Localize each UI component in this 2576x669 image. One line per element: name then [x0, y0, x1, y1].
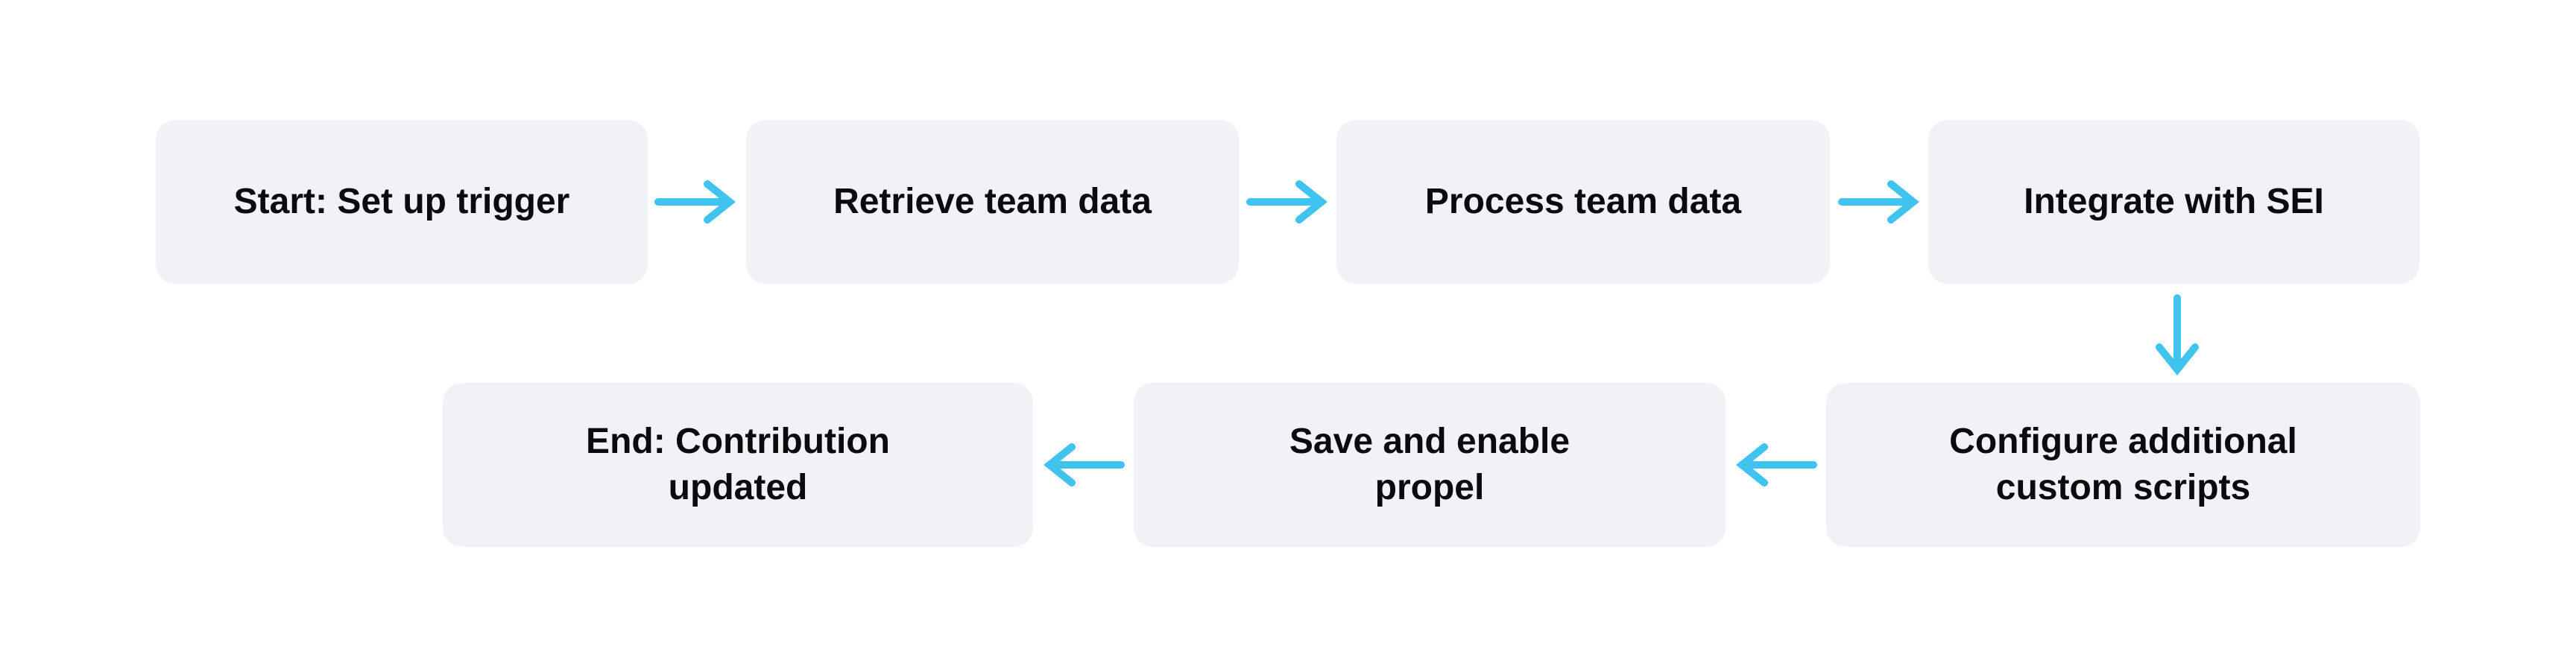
flow-node-configure-custom-scripts: Configure additional custom scripts: [1826, 383, 2420, 547]
flow-node-process-team-data: Process team data: [1336, 120, 1830, 284]
flow-node-retrieve-team-data: Retrieve team data: [746, 120, 1239, 284]
flow-node-save-enable-propel: Save and enable propel: [1134, 383, 1726, 547]
arrow-left-icon: [1042, 435, 1126, 495]
flow-node-label: Save and enable propel: [1289, 421, 1570, 507]
arrow-right-icon: [1837, 172, 1921, 232]
flow-node-integrate-with-sei: Integrate with SEI: [1928, 120, 2419, 284]
flow-node-label: Integrate with SEI: [2024, 181, 2324, 221]
flow-node-label: Process team data: [1424, 181, 1742, 221]
arrow-right-icon: [1246, 172, 1329, 232]
flow-node-label: Configure additional custom scripts: [1949, 421, 2297, 507]
arrow-right-icon: [654, 172, 737, 232]
flow-node-label: Start: Set up trigger: [233, 181, 570, 221]
flow-node-end: End: Contribution updated: [443, 383, 1033, 547]
flow-node-label: End: Contribution updated: [586, 421, 890, 507]
flow-node-start: Start: Set up trigger: [156, 120, 648, 284]
flow-node-label: Retrieve team data: [833, 181, 1152, 221]
arrow-down-icon: [2147, 294, 2207, 377]
arrow-left-icon: [1734, 435, 1818, 495]
